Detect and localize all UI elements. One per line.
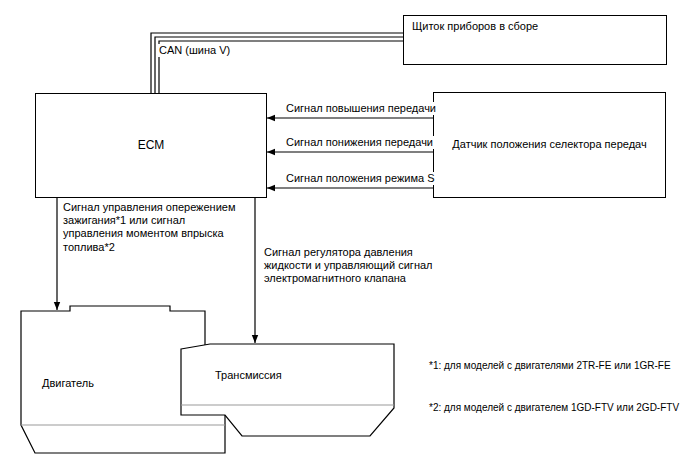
signal-label: Сигнал положения режима S xyxy=(285,172,436,185)
connector-line xyxy=(151,33,403,93)
signal-label: Сигнал повышения передачи xyxy=(285,102,437,115)
connector-line xyxy=(267,151,433,152)
signal-label: Сигнал управления опережением зажигания*… xyxy=(62,201,242,254)
node-label: Двигатель xyxy=(42,377,94,390)
connector-line xyxy=(56,198,57,310)
node-label: Щиток приборов в сборе xyxy=(412,20,658,33)
component-box: Щиток приборов в сборе xyxy=(403,15,667,65)
component-box: ECM xyxy=(35,93,267,198)
signal-label: Сигнал регулятора давления жидкости и уп… xyxy=(263,246,460,286)
signal-arrow xyxy=(255,198,256,343)
can-bus-line xyxy=(151,33,403,93)
node-label: Трансмиссия xyxy=(215,369,282,382)
signal-arrow xyxy=(267,152,433,153)
signal-arrow xyxy=(57,198,58,310)
signal-label: Сигнал понижения передачи xyxy=(285,136,434,149)
connector-line xyxy=(155,37,403,93)
outline-shape xyxy=(180,343,395,438)
connector-line xyxy=(267,117,433,118)
component-box: Датчик положения селектора передач xyxy=(433,92,666,198)
signal-label: CAN (шина V) xyxy=(158,44,231,57)
footnote: *1: для моделей с двигателями 2TR-FE или… xyxy=(428,360,672,372)
signal-arrow xyxy=(267,118,433,119)
footnote: *2: для моделей с двигателем 1GD-FTV или… xyxy=(428,402,680,414)
transmission-block: Трансмиссия xyxy=(180,343,395,438)
connector-line xyxy=(254,198,255,343)
signal-arrow xyxy=(267,188,433,189)
node-label: Датчик положения селектора передач xyxy=(452,138,646,151)
connector-line xyxy=(159,41,403,93)
node-label: ECM xyxy=(138,138,165,152)
connector-line xyxy=(267,187,433,188)
